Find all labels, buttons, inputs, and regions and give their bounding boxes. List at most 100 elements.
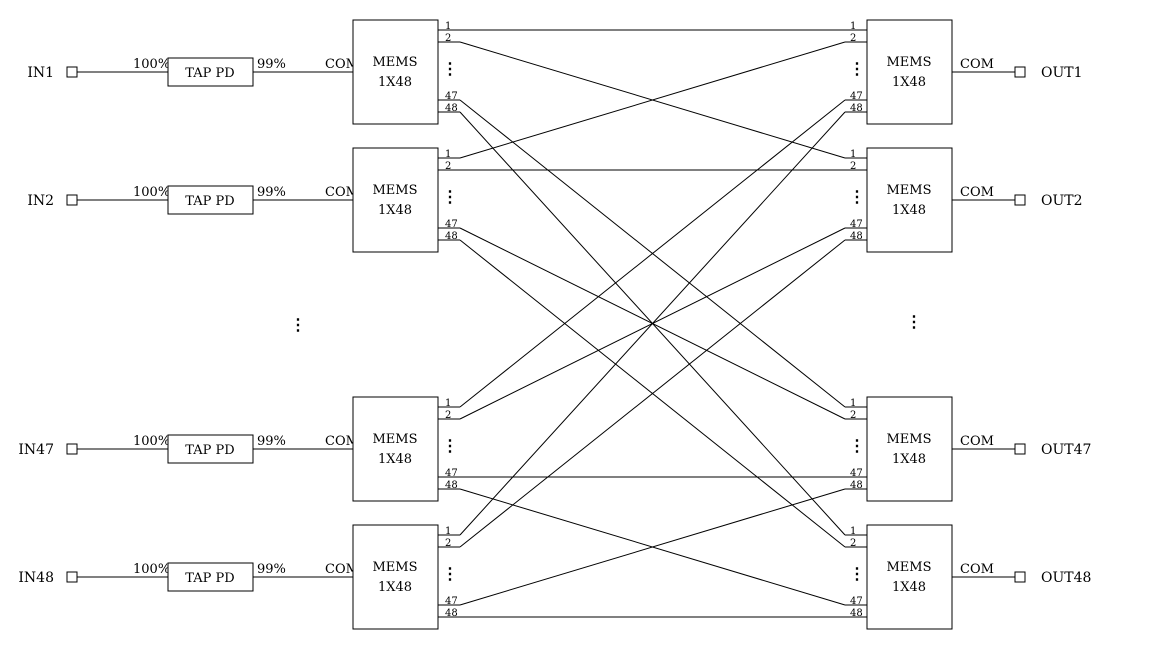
tap-out-percent: 99% [257,185,286,200]
tap-pd-box [167,434,254,464]
port-label-right: 1 [850,398,856,409]
mems-switch-right [866,147,953,253]
com-label-right: COM [960,57,994,72]
port-label-left: 2 [445,538,451,549]
tap-in-percent: 100% [133,57,170,72]
port-label-right: 48 [850,608,863,619]
tap-out-percent: 99% [257,57,286,72]
port-label-right: 2 [850,161,856,172]
mems-size-label: 1X48 [892,75,926,90]
com-label-left: COM [325,185,359,200]
tap-pd-box [167,562,254,592]
port-label-right: 2 [850,538,856,549]
tap-pd-label: TAP PD [185,443,234,458]
mems-size-label: 1X48 [378,75,412,90]
port-label-right: 47 [850,596,863,607]
mems-switch-right [866,19,953,125]
port-label-left: 47 [445,596,458,607]
tap-pd-label: TAP PD [185,66,234,81]
tap-in-percent: 100% [133,185,170,200]
input-ellipsis: ⋮ [290,315,306,334]
output-label: OUT47 [1041,442,1091,458]
input-label: IN48 [18,570,54,586]
tap-in-percent: 100% [133,562,170,577]
port-ellipsis-left: ⋮ [442,436,458,455]
port-label-right: 1 [850,149,856,160]
output-connector-icon [1014,571,1026,583]
port-label-left: 48 [445,608,458,619]
output-connector-icon [1014,194,1026,206]
tap-pd-label: TAP PD [185,194,234,209]
port-label-right: 47 [850,219,863,230]
port-label-left: 1 [445,149,451,160]
port-ellipsis-left: ⋮ [442,59,458,78]
mems-switch-left [352,147,439,253]
mems-size-label: 1X48 [378,452,412,467]
port-label-left: 47 [445,219,458,230]
port-label-left: 48 [445,103,458,114]
output-label: OUT48 [1041,570,1091,586]
output-label: OUT1 [1041,65,1083,81]
com-label-left: COM [325,562,359,577]
input-label: IN47 [18,442,54,458]
port-label-right: 2 [850,33,856,44]
port-ellipsis-right: ⋮ [849,564,865,583]
com-label-right: COM [960,562,994,577]
port-label-right: 1 [850,526,856,537]
output-connector-icon [1014,443,1026,455]
tap-in-percent: 100% [133,434,170,449]
tap-pd-box [167,57,254,87]
mems-size-label: 1X48 [892,580,926,595]
mems-label: MEMS [886,183,931,198]
cross-wire-4-2 [459,239,846,548]
port-label-left: 47 [445,468,458,479]
com-label-left: COM [325,57,359,72]
port-label-left: 2 [445,33,451,44]
tap-out-percent: 99% [257,562,286,577]
mems-size-label: 1X48 [892,203,926,218]
port-label-right: 2 [850,410,856,421]
input-connector-icon [66,571,78,583]
output-ellipsis: ⋮ [906,312,922,331]
port-ellipsis-right: ⋮ [849,436,865,455]
input-label: IN2 [27,193,54,209]
port-ellipsis-right: ⋮ [849,187,865,206]
mems-label: MEMS [886,560,931,575]
port-label-left: 2 [445,410,451,421]
mems-label: MEMS [372,183,417,198]
mems-label: MEMS [886,432,931,447]
tap-pd-label: TAP PD [185,571,234,586]
output-label: OUT2 [1041,193,1083,209]
cross-wire-2-1 [459,41,846,159]
input-connector-icon [66,66,78,78]
mems-label: MEMS [886,55,931,70]
port-label-right: 1 [850,21,856,32]
port-label-left: 1 [445,526,451,537]
mems-size-label: 1X48 [378,580,412,595]
port-label-right: 48 [850,480,863,491]
tap-pd-box [167,185,254,215]
mems-size-label: 1X48 [892,452,926,467]
tap-out-percent: 99% [257,434,286,449]
mems-switch-left [352,396,439,502]
port-ellipsis-left: ⋮ [442,187,458,206]
port-label-right: 48 [850,231,863,242]
mems-label: MEMS [372,55,417,70]
mems-label: MEMS [372,560,417,575]
cross-wire-4-3 [459,488,846,606]
mems-switch-right [866,396,953,502]
port-label-left: 2 [445,161,451,172]
port-label-left: 47 [445,91,458,102]
port-label-left: 48 [445,231,458,242]
com-label-right: COM [960,434,994,449]
mems-size-label: 1X48 [378,203,412,218]
mems-label: MEMS [372,432,417,447]
input-connector-icon [66,443,78,455]
mems-switch-left [352,524,439,630]
